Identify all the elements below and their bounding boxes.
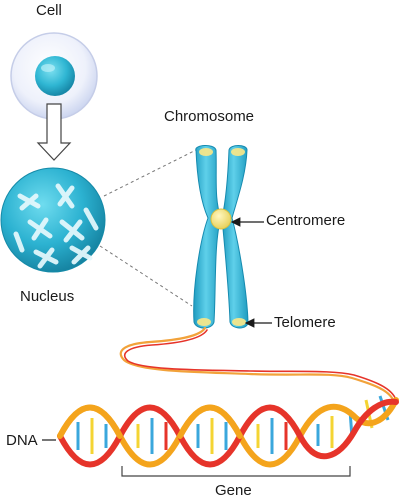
label-nucleus: Nucleus bbox=[20, 288, 75, 305]
label-gene: Gene bbox=[215, 482, 252, 499]
label-centromere: Centromere bbox=[266, 212, 346, 229]
dna-strand-thin bbox=[119, 326, 397, 404]
label-dna: DNA bbox=[6, 432, 38, 449]
zoom-lines bbox=[99, 149, 197, 307]
dna-double-helix bbox=[57, 395, 399, 468]
label-chromosome: Chromosome bbox=[164, 108, 255, 125]
down-arrow-icon bbox=[36, 103, 72, 161]
gene-bracket bbox=[121, 466, 351, 477]
cell-illustration bbox=[10, 32, 98, 120]
nucleus-illustration bbox=[0, 167, 106, 273]
label-telomere: Telomere bbox=[274, 314, 336, 331]
label-cell: Cell bbox=[36, 2, 62, 19]
chromosome-illustration bbox=[193, 145, 249, 329]
